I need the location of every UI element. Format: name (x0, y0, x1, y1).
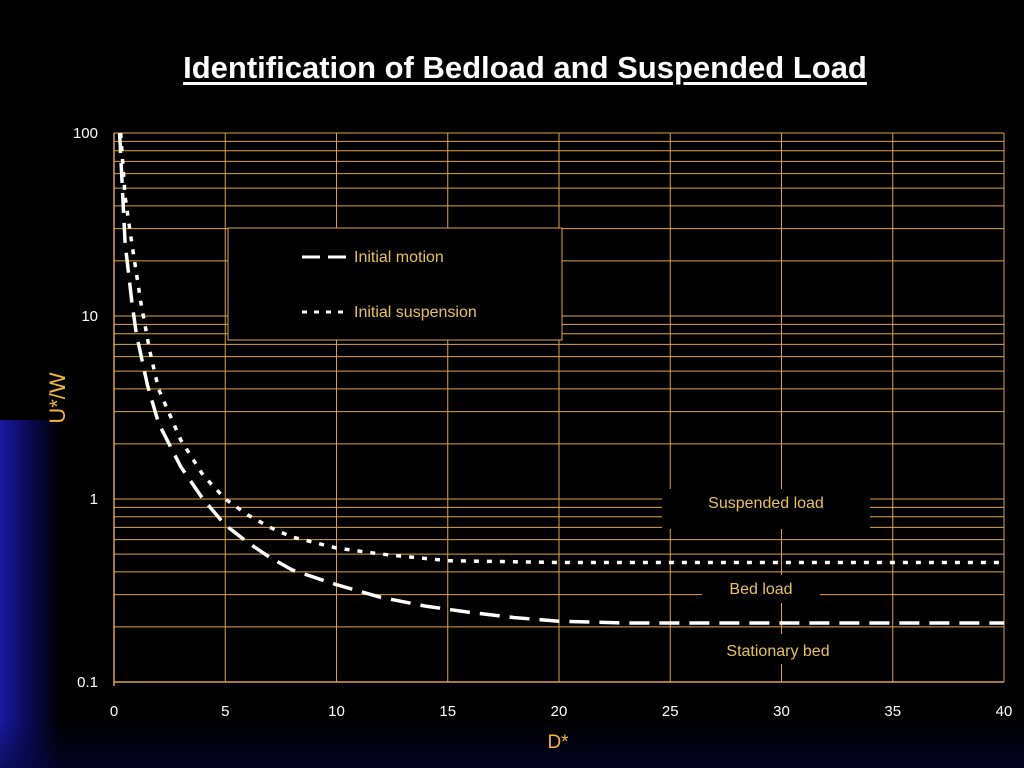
x-axis-label: D* (547, 732, 569, 753)
x-tick-label-1: 5 (221, 703, 229, 720)
region-labels: Suspended load Bed load Stationary bed (662, 489, 870, 664)
chart-title: Identification of Bedload and Suspended … (183, 50, 867, 85)
legend-box (227, 227, 563, 341)
region-label-suspended-load: Suspended load (708, 495, 824, 512)
region-bg-stationary-bed (706, 634, 846, 664)
legend-label-initial-motion: Initial motion (354, 249, 444, 266)
x-tick-label-0: 0 (110, 703, 118, 720)
x-tick-label-6: 30 (773, 703, 790, 720)
y-tick-label-0: 0.1 (77, 674, 98, 691)
region-label-bed-load: Bed load (729, 581, 792, 598)
series-line-initial-suspension (118, 132, 1004, 565)
x-tick-label-3: 15 (439, 703, 456, 720)
region-label-stationary-bed: Stationary bed (726, 643, 829, 660)
background-accent (0, 420, 60, 768)
y-tick-label-2: 10 (81, 308, 98, 325)
grid (113, 132, 1005, 686)
x-tick-label-7: 35 (884, 703, 901, 720)
y-tick-label-1: 1 (90, 491, 98, 508)
x-tick-label-8: 40 (996, 703, 1013, 720)
x-tick-label-5: 25 (662, 703, 679, 720)
background-accent-bottom (0, 720, 1024, 768)
series-line-initial-motion (117, 132, 1004, 625)
x-tick-label-2: 10 (328, 703, 345, 720)
region-bg-bed-load (702, 575, 820, 603)
legend-label-initial-suspension: Initial suspension (354, 304, 477, 321)
series-lines (117, 132, 1004, 625)
region-bg-suspended-load (662, 489, 870, 529)
y-axis-label: U*/W (45, 372, 70, 424)
x-tick-label-4: 20 (551, 703, 568, 720)
y-tick-label-3: 100 (73, 125, 98, 142)
tick-labels: 0 5 10 15 20 25 30 35 40 0.1 1 10 100 (73, 125, 1012, 720)
legend: Initial motion Initial suspension (227, 227, 563, 341)
